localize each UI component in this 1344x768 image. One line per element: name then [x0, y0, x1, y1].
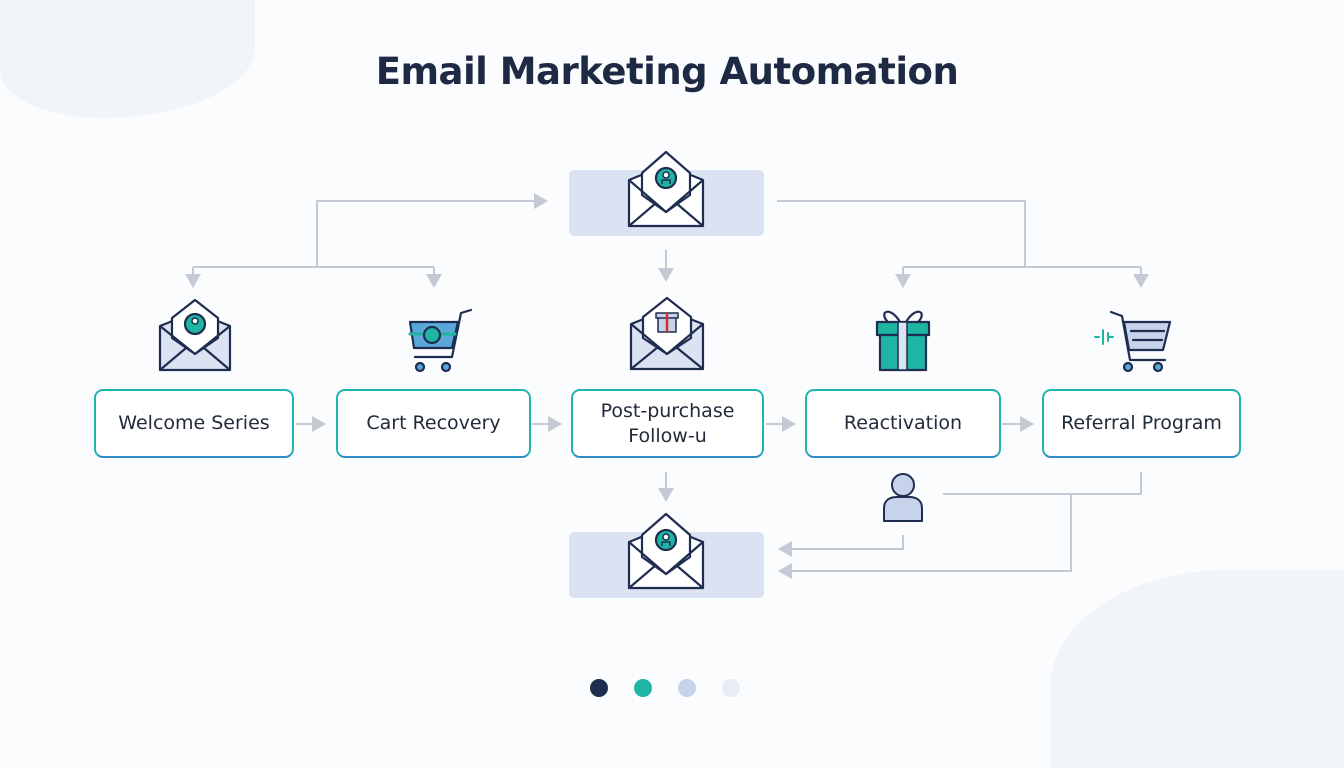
pagination-dot-3[interactable] [678, 679, 696, 697]
connector [778, 535, 904, 557]
user-icon [883, 473, 923, 522]
page-title: Email Marketing Automation [375, 50, 959, 93]
stage-label: Welcome Series [118, 412, 270, 434]
stage-label: Post-purchase Follow-u [600, 399, 735, 447]
shopping-cart-icon [408, 308, 473, 373]
connector [316, 193, 548, 267]
pagination-dot-4[interactable] [722, 679, 740, 697]
gift-icon [875, 310, 931, 372]
stage-welcome-series[interactable]: Welcome Series [94, 389, 294, 458]
stage-label: Referral Program [1061, 412, 1222, 434]
pagination-dot-1[interactable] [590, 679, 608, 697]
envelope-badge-icon [158, 298, 232, 372]
pagination-dot-2[interactable] [634, 679, 652, 697]
stage-referral-program[interactable]: Referral Program [1042, 389, 1241, 458]
connector [777, 200, 1026, 267]
envelope-badge-icon [627, 512, 705, 590]
stage-label: Cart Recovery [366, 412, 501, 434]
shopping-cart-fast-icon [1094, 310, 1172, 373]
stage-cart-recovery[interactable]: Cart Recovery [336, 389, 531, 458]
connector [943, 472, 1142, 495]
stage-post-purchase[interactable]: Post-purchase Follow-u [571, 389, 764, 458]
connector [778, 494, 1072, 579]
stage-label: Reactivation [843, 412, 963, 434]
envelope-badge-icon [627, 150, 705, 228]
stage-reactivation[interactable]: Reactivation [805, 389, 1001, 458]
envelope-gift-icon [629, 296, 705, 371]
